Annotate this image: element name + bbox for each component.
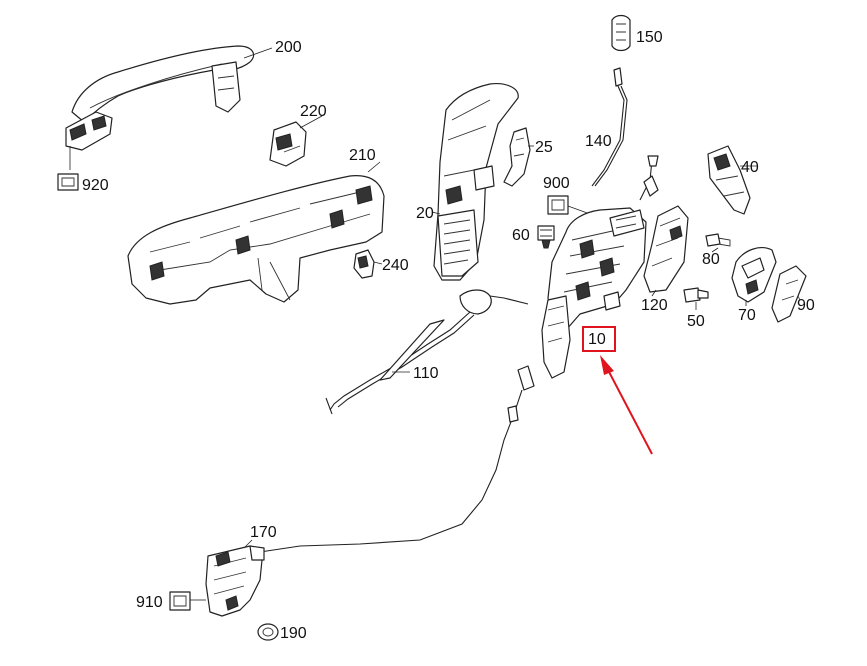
highlight-box [582,326,616,352]
label-210: 210 [349,147,376,164]
label-240: 240 [382,257,409,274]
label-120: 120 [641,297,668,314]
label-140: 140 [585,133,612,150]
part-210-handle-carrier [127,161,385,305]
label-110: 110 [413,365,439,382]
label-10: 10 [588,331,606,348]
label-150: 150 [636,29,663,46]
label-25: 25 [535,139,553,156]
part-200-door-handle [65,45,273,151]
label-900: 900 [543,175,570,192]
label-920: 920 [82,177,109,194]
part-240-clip [353,249,383,279]
part-190-grommet [257,623,279,641]
part-920-connector [57,146,79,191]
part-20-handle-bracket [431,83,519,281]
part-80-screw [705,233,731,253]
label-60: 60 [512,227,530,244]
part-140-rod [591,67,628,187]
label-170: 170 [250,524,277,541]
label-910: 910 [136,594,163,611]
part-910-connector [169,591,206,611]
label-70: 70 [738,307,756,324]
label-20: 20 [416,205,434,222]
part-60-screw [537,225,555,249]
label-80: 80 [702,251,720,268]
part-50-bolt [683,287,709,310]
highlight-arrow [600,355,653,455]
label-40: 40 [741,159,759,176]
part-170-actuator [205,365,535,617]
part-90-plate [771,265,807,323]
label-50: 50 [687,313,705,330]
part-110-bowden-cable [325,289,529,415]
label-90: 90 [797,297,815,314]
label-220: 220 [300,103,327,120]
part-220-bracket [269,115,323,167]
part-40-bracket [707,145,758,215]
part-120-lock-cover [643,205,689,297]
part-10-door-lock [541,155,659,379]
label-190: 190 [280,625,307,642]
label-200: 200 [275,39,302,56]
part-25-small-bracket [503,127,534,187]
part-150-boot [611,14,631,52]
part-70-striker [731,247,777,306]
